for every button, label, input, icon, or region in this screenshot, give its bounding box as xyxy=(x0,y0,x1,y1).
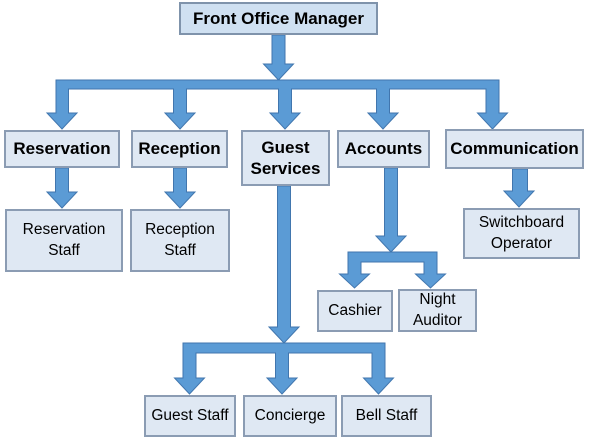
node-guest-staff: Guest Staff xyxy=(144,395,236,437)
connector-reservation-to-staff xyxy=(45,167,79,209)
node-accounts: Accounts xyxy=(337,130,430,168)
node-reservation: Reservation xyxy=(4,130,120,168)
connector-root-to-bar xyxy=(262,34,295,81)
node-label: Cashier xyxy=(328,301,382,319)
node-switchboard-operator: Switchboard Operator xyxy=(463,208,580,259)
node-label: Concierge xyxy=(254,406,326,424)
node-cashier: Cashier xyxy=(317,290,393,332)
node-label: Guest Services xyxy=(250,137,321,178)
node-label: Reception xyxy=(138,139,221,159)
connector-guest-services-down xyxy=(267,185,301,344)
node-label: Communication xyxy=(450,139,579,159)
node-reception: Reception xyxy=(131,130,228,168)
node-night-auditor: Night Auditor xyxy=(398,289,477,332)
node-bell-staff: Bell Staff xyxy=(341,395,432,437)
connector-accounts-bar-with-drops xyxy=(338,251,447,289)
node-guest-services: Guest Services xyxy=(241,130,330,186)
node-label: Guest Staff xyxy=(151,406,229,424)
node-label: Accounts xyxy=(344,139,423,159)
node-front-office-manager: Front Office Manager xyxy=(179,2,378,35)
node-concierge: Concierge xyxy=(243,395,337,437)
node-label: Reservation Staff xyxy=(22,220,106,259)
node-label: Bell Staff xyxy=(355,406,418,424)
connector-accounts-down xyxy=(374,167,408,253)
node-label: Front Office Manager xyxy=(193,8,364,28)
node-label: Night Auditor xyxy=(412,290,463,329)
connector-guest-services-bar-with-drops xyxy=(173,342,395,395)
connector-main-bar-with-drops xyxy=(45,79,509,130)
node-communication: Communication xyxy=(445,129,584,169)
node-label: Reservation xyxy=(13,139,111,159)
node-label: Reception Staff xyxy=(145,220,215,259)
connector-communication-to-switchboard xyxy=(502,168,536,208)
connector-reception-to-staff xyxy=(163,167,197,209)
node-label: Switchboard Operator xyxy=(478,213,565,252)
node-reservation-staff: Reservation Staff xyxy=(5,209,123,272)
node-reception-staff: Reception Staff xyxy=(130,209,230,272)
